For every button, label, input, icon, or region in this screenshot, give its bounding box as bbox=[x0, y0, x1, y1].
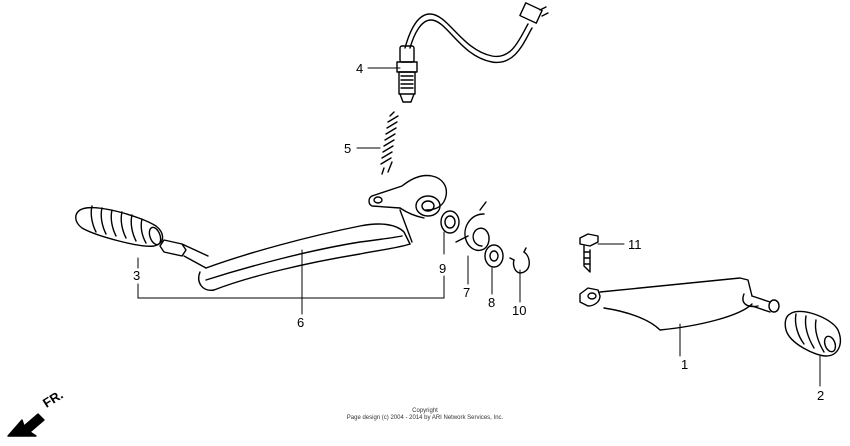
change-pedal bbox=[579, 277, 780, 331]
copyright-text: Page design (c) 2004 - 2014 by ARI Netwo… bbox=[346, 415, 504, 422]
callout-1: 1 bbox=[681, 357, 689, 372]
callout-10: 10 bbox=[512, 303, 527, 318]
change-pedal-rubber bbox=[784, 310, 842, 357]
stop-switch bbox=[396, 45, 418, 103]
brake-pedal-arm bbox=[198, 209, 413, 291]
callout-11: 11 bbox=[628, 237, 642, 252]
switch-spring bbox=[380, 111, 399, 175]
flange-bolt bbox=[579, 233, 599, 273]
callout-3: 3 bbox=[133, 268, 141, 283]
oil-seal bbox=[440, 210, 460, 234]
callout-2: 2 bbox=[817, 388, 825, 403]
return-spring bbox=[455, 201, 490, 251]
callout-7: 7 bbox=[463, 285, 471, 300]
brake-pedal-rubber bbox=[75, 205, 164, 247]
pedal-pivot-arm bbox=[368, 174, 448, 219]
brake-pedal-pin bbox=[159, 239, 209, 269]
washer bbox=[484, 244, 504, 268]
copyright-notice: Copyright Page design (c) 2004 - 2014 by… bbox=[300, 408, 550, 422]
leader-lines bbox=[137, 67, 821, 387]
copyright-title: Copyright bbox=[412, 408, 438, 414]
front-direction-arrow bbox=[7, 413, 45, 437]
callout-9: 9 bbox=[439, 261, 447, 276]
callout-4: 4 bbox=[356, 61, 364, 76]
snap-ring bbox=[509, 247, 530, 274]
callout-5: 5 bbox=[344, 141, 352, 156]
switch-wire bbox=[404, 2, 549, 64]
callout-8: 8 bbox=[488, 295, 496, 310]
callout-6: 6 bbox=[297, 315, 305, 330]
